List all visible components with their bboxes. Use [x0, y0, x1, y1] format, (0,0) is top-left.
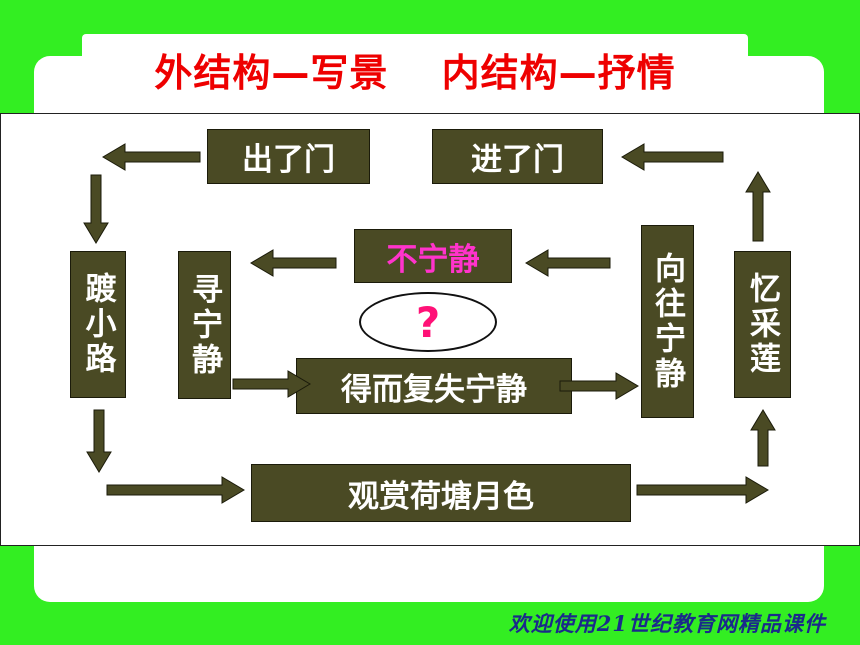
- question-oval: ?: [359, 292, 497, 352]
- box-du-xiao-lu: 踱小路: [70, 251, 126, 398]
- box-de-er-fu-shi: 得而复失宁静: [296, 358, 572, 414]
- box-guan-shang: 观赏荷塘月色: [251, 464, 631, 522]
- box-xiang-wang-ning-jing: 向往宁静: [641, 225, 694, 418]
- box-bu-ning-jing: 不宁静: [354, 229, 512, 283]
- box-jin-le-men: 进了门: [432, 129, 603, 184]
- box-yi-cai-lian: 忆采莲: [734, 251, 791, 398]
- slide-title: 外结构—写景 内结构—抒情: [154, 50, 676, 95]
- box-xun-ning-jing: 寻宁静: [178, 251, 231, 399]
- box-chu-le-men: 出了门: [207, 129, 370, 184]
- footer-credit: 欢迎使用21世纪教育网精品课件: [508, 611, 826, 636]
